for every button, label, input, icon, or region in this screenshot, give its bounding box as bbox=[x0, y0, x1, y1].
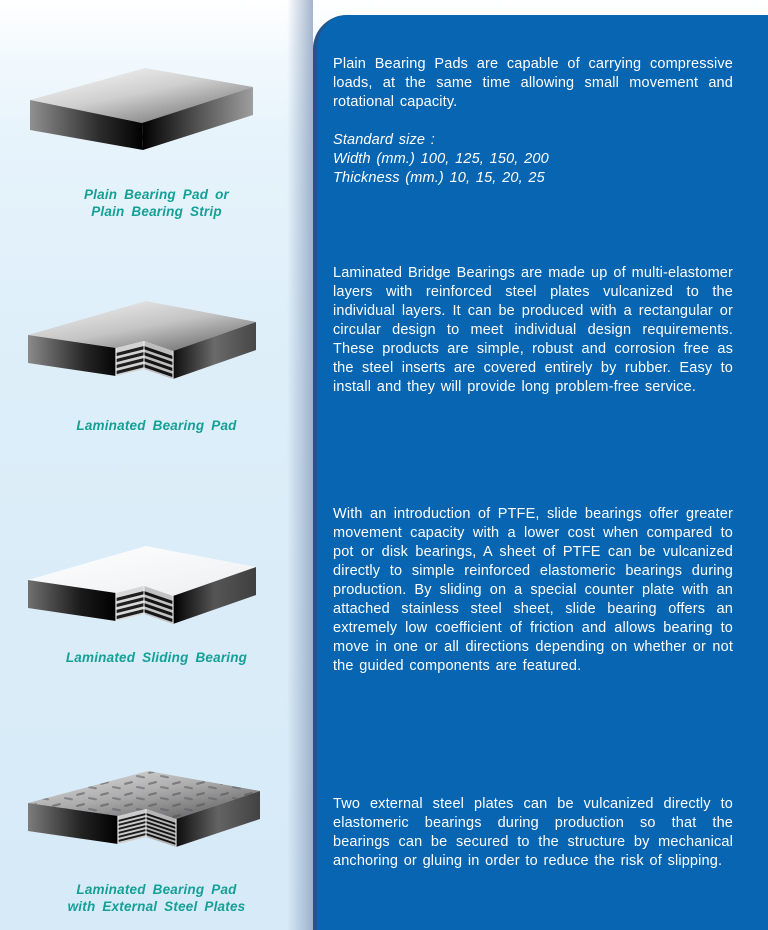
pad-left-face bbox=[28, 803, 118, 844]
sliding-bearing-description: With an introduction of PTFE, slide bear… bbox=[333, 506, 733, 674]
pad-top-face bbox=[30, 68, 253, 123]
checker-plate-texture bbox=[28, 771, 260, 819]
standard-size-block: Standard size : Width (mm.) 100, 125, 15… bbox=[333, 131, 733, 188]
laminated-pad-external-plates-image bbox=[28, 771, 260, 847]
product-label-laminated-sliding-bearing: Laminated Sliding Bearing bbox=[0, 649, 313, 666]
label-line: Laminated Bearing Pad bbox=[76, 882, 237, 897]
section-laminated-sliding-bearing: With an introduction of PTFE, slide bear… bbox=[333, 505, 733, 676]
product-column: Plain Bearing Pad or Plain Bearing Strip bbox=[0, 0, 313, 930]
external-plates-description: Two external steel plates can be vulcani… bbox=[333, 796, 733, 869]
laminate-layers bbox=[117, 809, 177, 847]
pad-right-face bbox=[173, 322, 256, 379]
label-line: Laminated Sliding Bearing bbox=[65, 650, 248, 665]
product-label-laminated-bearing-pad: Laminated Bearing Pad bbox=[0, 417, 313, 434]
panel-edge-shadow bbox=[287, 0, 313, 930]
laminate-layers bbox=[115, 341, 174, 379]
label-line: with External Steel Plates bbox=[67, 899, 246, 914]
description-panel: Plain Bearing Pads are capable of carryi… bbox=[313, 15, 768, 930]
pad-right-face bbox=[142, 87, 253, 150]
laminated-sliding-bearing-image bbox=[28, 546, 256, 624]
pad-left-face bbox=[28, 335, 116, 376]
laminate-layers bbox=[115, 586, 174, 624]
pad-right-face bbox=[173, 567, 256, 624]
laminated-bearing-description: Laminated Bridge Bearings are made up of… bbox=[333, 265, 733, 395]
product-label-plain-bearing-pad: Plain Bearing Pad or Plain Bearing Strip bbox=[0, 186, 313, 220]
standard-size-thickness: Thickness (mm.) 10, 15, 20, 25 bbox=[333, 170, 545, 186]
pad-left-face bbox=[30, 100, 143, 150]
standard-size-title: Standard size : bbox=[333, 132, 435, 148]
laminated-bearing-pad-image bbox=[28, 301, 256, 379]
label-line: Plain Bearing Strip bbox=[91, 204, 222, 219]
plain-bearing-description: Plain Bearing Pads are capable of carryi… bbox=[333, 56, 733, 110]
pad-right-face bbox=[176, 791, 260, 847]
plain-bearing-pad-image bbox=[30, 68, 253, 150]
product-label-laminated-pad-external-plates: Laminated Bearing Pad with External Stee… bbox=[0, 881, 313, 915]
label-line: Laminated Bearing Pad bbox=[76, 418, 237, 433]
section-plain-bearing-pads: Plain Bearing Pads are capable of carryi… bbox=[333, 55, 733, 188]
pad-top-face bbox=[28, 301, 256, 351]
standard-size-width: Width (mm.) 100, 125, 150, 200 bbox=[333, 151, 549, 167]
section-laminated-bearing-pad: Laminated Bridge Bearings are made up of… bbox=[333, 264, 733, 397]
pad-top-face bbox=[28, 546, 256, 596]
label-line: Plain Bearing Pad or bbox=[83, 187, 230, 202]
section-external-steel-plates: Two external steel plates can be vulcani… bbox=[333, 795, 733, 871]
pad-left-face bbox=[28, 580, 116, 621]
